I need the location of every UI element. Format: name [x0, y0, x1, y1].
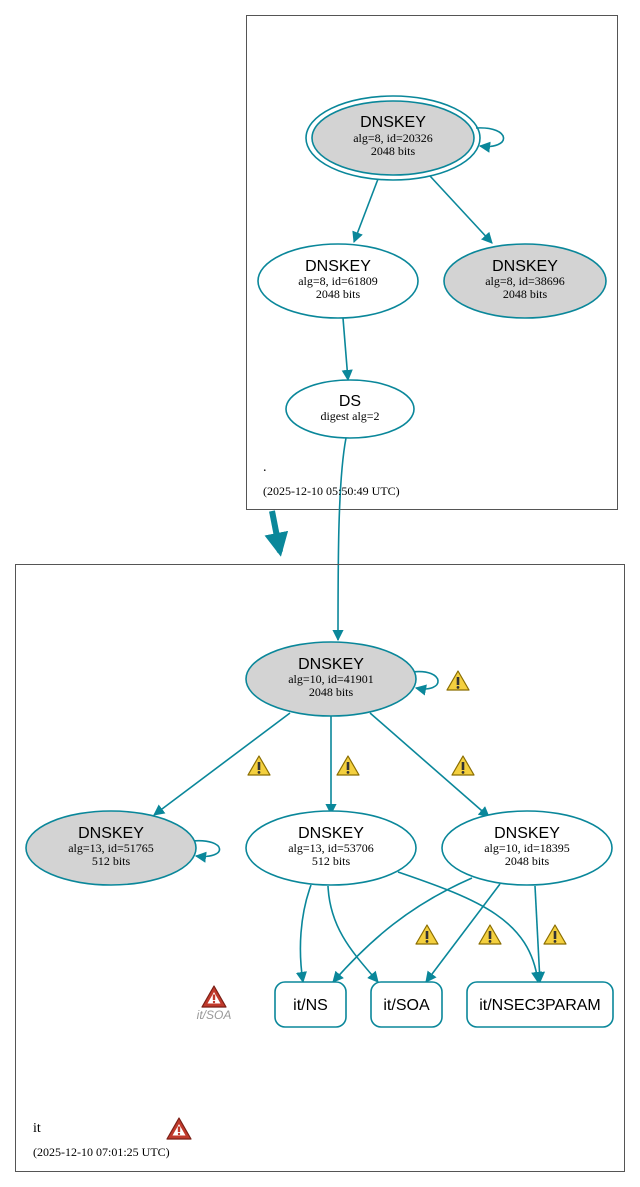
error-icon[interactable]: [166, 1117, 192, 1140]
error-icon[interactable]: [201, 985, 227, 1008]
root-zone-timestamp: (2025-12-10 05:50:49 UTC): [263, 484, 400, 498]
root-ksk-node[interactable]: DNSKEY alg=8, id=20326 2048 bits: [305, 95, 481, 181]
edge-it-ksk-self: [411, 670, 439, 696]
warning-icon[interactable]: [446, 670, 470, 691]
root-zsk-alg: alg=8, id=61809: [298, 274, 378, 288]
it-key-53706-bits: 512 bits: [312, 854, 351, 868]
root-key3-bits: 2048 bits: [503, 287, 548, 301]
root-zsk-node[interactable]: DNSKEY alg=8, id=61809 2048 bits: [257, 243, 419, 319]
it-key-53706-node[interactable]: DNSKEY alg=13, id=53706 512 bits: [245, 810, 417, 886]
warning-icon[interactable]: [415, 924, 439, 945]
root-key-38696-node[interactable]: DNSKEY alg=8, id=38696 2048 bits: [443, 243, 607, 319]
root-zone-name: .: [263, 460, 267, 475]
it-zone-timestamp: (2025-12-10 07:01:25 UTC): [33, 1145, 170, 1159]
edge-root-ksk-self: [475, 127, 505, 153]
warning-icon[interactable]: [478, 924, 502, 945]
error-soa-label: it/SOA: [197, 1008, 232, 1022]
edge-18395-to-ns: [332, 877, 473, 983]
warning-icon[interactable]: [543, 924, 567, 945]
edge-ds-to-it-ksk: [332, 437, 347, 642]
rrset-it-soa[interactable]: it/SOA: [370, 981, 443, 1028]
warning-icon[interactable]: [247, 755, 271, 776]
it-key-51765-alg: alg=13, id=51765: [68, 841, 154, 855]
root-ksk-alg: alg=8, id=20326: [353, 131, 433, 145]
rrset-it-nsec3param[interactable]: it/NSEC3PARAM: [466, 981, 614, 1028]
warning-icon[interactable]: [336, 755, 360, 776]
rrset-it-nsec3param-label: it/NSEC3PARAM: [479, 997, 601, 1014]
it-ksk-node[interactable]: DNSKEY alg=10, id=41901 2048 bits: [245, 641, 417, 717]
edge-it-ksk-to-18395: [369, 712, 490, 818]
root-zsk-title: DNSKEY: [305, 258, 371, 275]
it-key-18395-node[interactable]: DNSKEY alg=10, id=18395 2048 bits: [441, 810, 613, 886]
root-ksk-title: DNSKEY: [360, 114, 426, 131]
warning-icon[interactable]: [451, 755, 475, 776]
edge-53706-to-soa: [327, 885, 379, 983]
edge-53706-to-nsec3param: [397, 871, 543, 984]
edge-51765-self: [191, 839, 221, 863]
it-ksk-bits: 2048 bits: [309, 685, 354, 699]
rrset-it-soa-label: it/SOA: [383, 997, 430, 1014]
ds-node[interactable]: DS digest alg=2: [285, 379, 415, 439]
delegation-arrow: [264, 510, 289, 557]
root-key3-alg: alg=8, id=38696: [485, 274, 565, 288]
root-zone-cluster: [246, 15, 618, 510]
rrset-it-ns-label: it/NS: [293, 997, 328, 1014]
root-key3-title: DNSKEY: [492, 258, 558, 275]
edge-root-ksk-to-zsk: [352, 178, 379, 244]
edge-root-ksk-to-key3: [429, 175, 493, 244]
it-key-53706-title: DNSKEY: [298, 825, 364, 842]
ds-title: DS: [339, 393, 361, 410]
it-key-51765-bits: 512 bits: [92, 854, 131, 868]
it-ksk-alg: alg=10, id=41901: [288, 672, 374, 686]
rrset-it-ns[interactable]: it/NS: [274, 981, 347, 1028]
it-zone-name: it: [33, 1121, 41, 1136]
root-ksk-bits: 2048 bits: [371, 144, 416, 158]
it-zone-cluster: [15, 564, 625, 1172]
it-key-51765-node[interactable]: DNSKEY alg=13, id=51765 512 bits: [25, 810, 197, 886]
edge-root-zsk-to-ds: [341, 317, 353, 382]
it-ksk-title: DNSKEY: [298, 656, 364, 673]
it-key-51765-title: DNSKEY: [78, 825, 144, 842]
ds-digest: digest alg=2: [320, 409, 379, 423]
root-zsk-bits: 2048 bits: [316, 287, 361, 301]
it-key-53706-alg: alg=13, id=53706: [288, 841, 374, 855]
edge-18395-to-soa: [425, 883, 501, 983]
edge-18395-to-nsec3param: [533, 885, 546, 984]
it-key-18395-alg: alg=10, id=18395: [484, 841, 570, 855]
edge-53706-to-ns: [295, 884, 312, 984]
edge-it-ksk-to-51765: [153, 712, 291, 816]
it-key-18395-title: DNSKEY: [494, 825, 560, 842]
it-key-18395-bits: 2048 bits: [505, 854, 550, 868]
